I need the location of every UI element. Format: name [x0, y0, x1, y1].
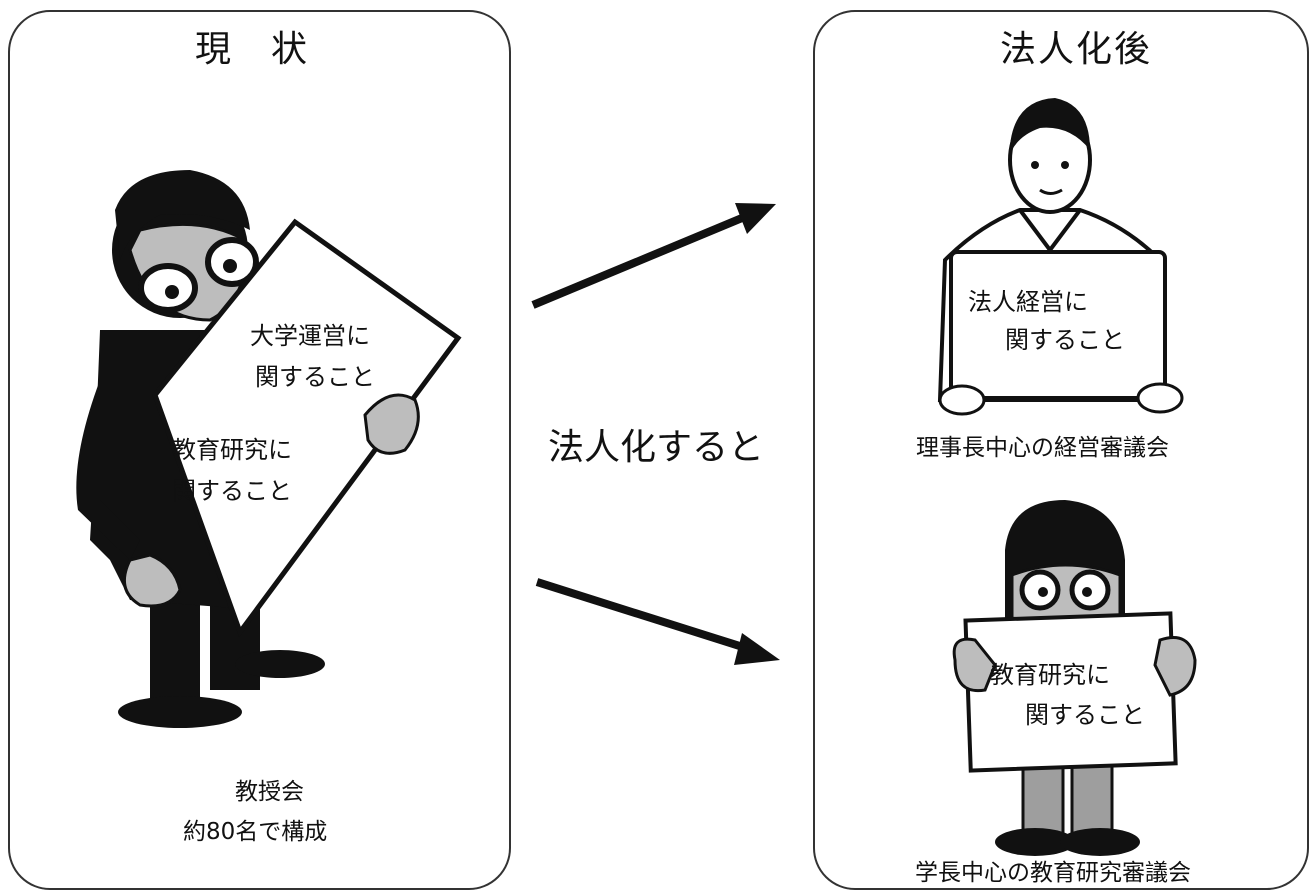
sign-text-education-research-2: 関すること [172, 477, 292, 505]
sign-text-education-research-1: 教育研究に [172, 436, 292, 464]
faculty-count-caption: 約80名で構成 [183, 819, 328, 845]
sign-text-corporate-management-2: 関すること [1005, 326, 1125, 354]
current-state-title: 現 状 [195, 29, 310, 70]
chairman-illustration [937, 98, 1184, 416]
sign-text-university-management-1: 大学運営に [250, 322, 370, 350]
sign-text-education-research-right-2: 関すること [1025, 701, 1145, 729]
faculty-meeting-caption: 教授会 [235, 779, 304, 805]
professor-illustration [76, 170, 462, 728]
sign-text-corporate-management-1: 法人経営に [968, 288, 1088, 316]
arrow-lower [535, 578, 780, 665]
incorporation-label: 法人化すると [548, 427, 765, 468]
education-council-caption: 学長中心の教育研究審議会 [915, 860, 1191, 886]
sign-text-education-research-right-1: 教育研究に [990, 661, 1110, 689]
sign-text-university-management-2: 関すること [255, 363, 375, 391]
after-incorporation-title: 法人化後 [1000, 29, 1153, 70]
arrow-upper [531, 203, 776, 309]
management-council-caption: 理事長中心の経営審議会 [916, 435, 1169, 461]
president-illustration [952, 500, 1197, 856]
